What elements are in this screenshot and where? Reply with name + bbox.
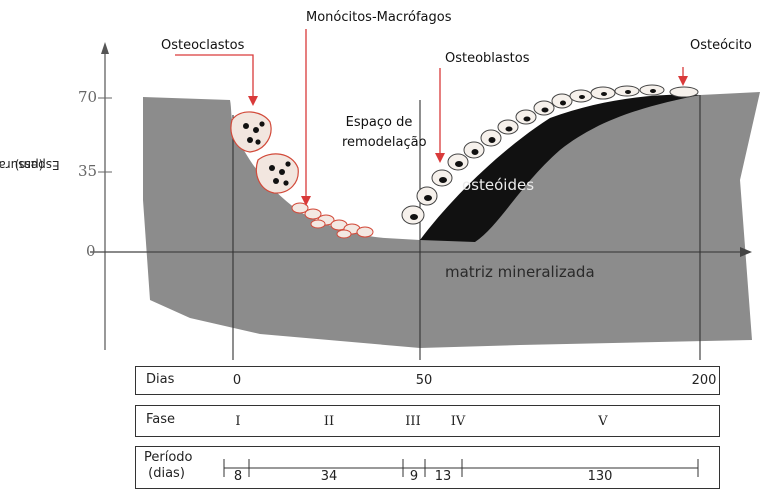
remodeling-space-line1: Espaço de [346,115,413,130]
osteocyte-label: Osteócito [690,38,752,53]
phase-I: I [235,414,240,429]
osteoid-label: osteóides [462,176,534,194]
phase-row: Fase I II III IV V [135,405,720,437]
day-value-50: 50 [416,373,433,388]
mineralized-matrix-label: matriz mineralizada [445,263,595,281]
period-timeline [136,447,719,488]
osteoclasts-label: Osteoclastos [161,38,244,53]
y-tick-label-0: 0 [86,242,96,260]
phase-title: Fase [146,412,175,427]
x-axis-arrow [740,247,752,257]
phase-V: V [598,414,607,429]
phase-IV: IV [451,414,466,429]
period-value-130: 130 [586,469,615,484]
osteoblasts-label: Osteoblastos [445,51,529,66]
period-value-13: 13 [434,469,453,484]
phase-III: III [405,414,420,429]
remodeling-space-line2: remodelação [342,135,427,150]
y-tick-label-35: 35 [78,162,97,180]
y-axis-label: Espessura(µm) [4,120,54,210]
period-row: Período (dias) 8 34 9 13 130 [135,446,720,489]
y-axis-arrow [101,42,109,54]
days-row: Dias 0 50 200 [135,366,720,395]
day-value-0: 0 [233,373,241,388]
period-value-34: 34 [319,469,340,484]
day-value-200: 200 [692,373,717,388]
y-tick-label-70: 70 [78,88,97,106]
period-value-9: 9 [409,469,419,484]
period-value-8: 8 [233,469,243,484]
phase-II: II [324,414,334,429]
days-title: Dias [146,372,174,387]
y-label-line2: (µm) [15,158,44,172]
monocytes-macrophages-label: Monócitos-Macrófagos [306,10,452,25]
